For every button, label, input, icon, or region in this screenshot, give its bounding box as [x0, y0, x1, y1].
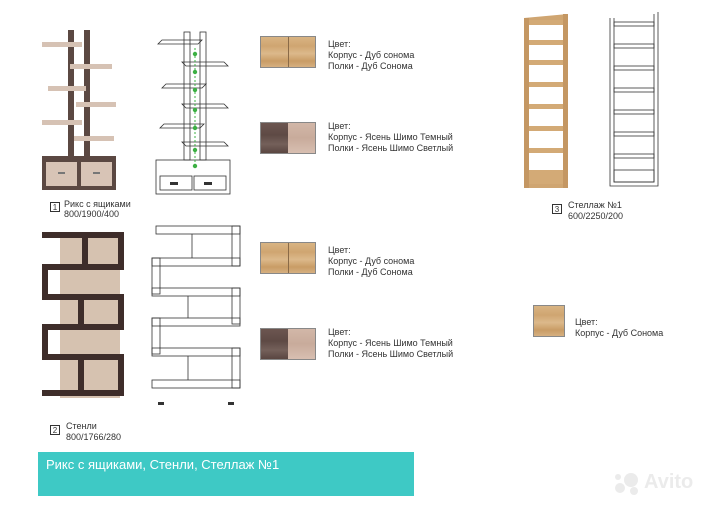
color-title-1: Цвет:: [328, 39, 351, 49]
color-body-4: Корпус - Ясень Шимо Темный: [328, 338, 453, 348]
product-size-3: 600/2250/200: [568, 211, 624, 221]
swatch-panel-body: [261, 37, 288, 67]
color-body-5: Корпус - Дуб Сонома: [575, 328, 664, 338]
color-shelves-2: Полки - Ясень Шимо Светлый: [328, 143, 454, 153]
stenli-shelf-image: [42, 232, 124, 398]
riks-shelf-drawing: [155, 31, 231, 195]
color-title-2: Цвет:: [328, 121, 351, 131]
riks-shelf-image: [42, 30, 116, 190]
color-shelves-4: Полки - Ясень Шимо Светлый: [328, 349, 454, 359]
banner-title: Рикс с ящиками, Стенли, Стеллаж №1: [46, 457, 280, 472]
avito-logo-icon: [615, 473, 638, 495]
swatch-panel-shelf: [287, 243, 315, 273]
color-swatch-sonoma-2: [260, 242, 316, 274]
product-number-1: 1: [50, 202, 60, 212]
color-title-4: Цвет:: [328, 327, 351, 337]
avito-wordmark: Avito: [644, 471, 694, 493]
color-swatch-sonoma-3: [533, 305, 565, 337]
color-body-2: Корпус - Ясень Шимо Темный: [328, 132, 453, 142]
product-size-2: 800/1766/280: [66, 432, 122, 442]
swatch-panel-shelf: [287, 37, 315, 67]
stellazh-shelf-drawing: [609, 12, 659, 187]
color-swatch-sonoma-1: [260, 36, 316, 68]
stellazh-shelf-image: [524, 14, 568, 188]
swatch-panel-body: [261, 243, 288, 273]
stenli-shelf-drawing: [151, 225, 241, 405]
color-title-3: Цвет:: [328, 245, 351, 255]
product-number-2: 2: [50, 425, 60, 435]
product-number-3: 3: [552, 204, 562, 214]
color-swatch-shimo-2: [260, 328, 316, 360]
swatch-panel-body: [261, 123, 288, 153]
product-size-1: 800/1900/400: [64, 209, 120, 219]
product-name-1: Рикс с ящиками: [64, 199, 131, 209]
color-shelves-3: Полки - Дуб Сонома: [328, 267, 413, 277]
color-body-3: Корпус - Дуб сонома: [328, 256, 415, 266]
title-banner: [38, 452, 414, 496]
product-name-2: Стенли: [66, 421, 97, 431]
color-title-5: Цвет:: [575, 317, 598, 327]
color-swatch-shimo-1: [260, 122, 316, 154]
swatch-panel-shelf: [288, 329, 315, 359]
avito-watermark: Avito: [612, 470, 712, 498]
swatch-panel-shelf: [288, 123, 315, 153]
product-name-3: Стеллаж №1: [568, 200, 622, 210]
swatch-panel-body: [261, 329, 288, 359]
color-shelves-1: Полки - Дуб Сонома: [328, 61, 413, 71]
color-body-1: Корпус - Дуб сонома: [328, 50, 415, 60]
